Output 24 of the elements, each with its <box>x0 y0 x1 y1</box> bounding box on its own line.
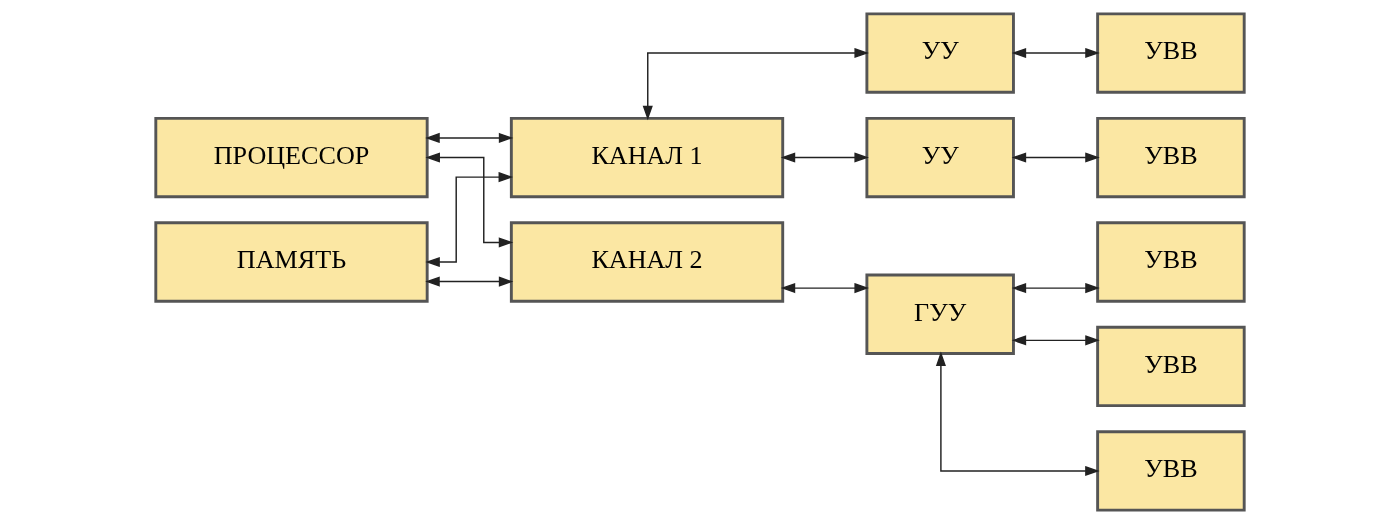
arrow <box>424 152 513 248</box>
arrow <box>424 276 513 287</box>
arrow <box>1011 283 1100 294</box>
node-box: УВВ <box>1095 221 1246 303</box>
arrow <box>1011 152 1100 163</box>
arrow <box>424 172 513 268</box>
node-box: УВВ <box>1095 325 1246 408</box>
arrow <box>642 47 869 121</box>
arrow <box>424 132 513 143</box>
node-box: УУ <box>864 12 1015 94</box>
node-box: ПРОЦЕССОР <box>153 116 429 199</box>
arrow <box>780 152 869 163</box>
node-box: ПАМЯТЬ <box>153 221 429 303</box>
node-box: УВВ <box>1095 116 1246 199</box>
arrow <box>935 351 1100 477</box>
node-box: УВВ <box>1095 12 1246 94</box>
node-box: УУ <box>864 116 1015 199</box>
node-box: ГУУ <box>864 273 1015 355</box>
arrow <box>1011 47 1100 59</box>
arrow <box>1011 335 1100 346</box>
node-box: УВВ <box>1095 430 1246 512</box>
node-box: КАНАЛ 1 <box>509 116 784 199</box>
arrow <box>780 283 869 294</box>
node-box: КАНАЛ 2 <box>509 221 784 303</box>
